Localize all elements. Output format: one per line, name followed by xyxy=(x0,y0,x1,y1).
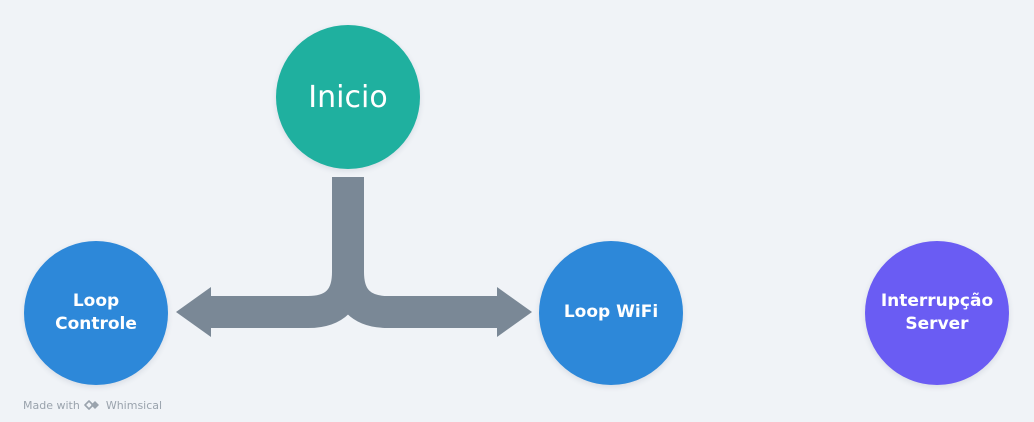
node-interrupcao-server[interactable]: Interrupção Server xyxy=(865,241,1009,385)
arrowhead-to-wifi xyxy=(497,287,532,337)
connector-trunk-to-wifi xyxy=(332,177,500,328)
arrowhead-to-controle xyxy=(176,287,211,337)
node-loop-controle[interactable]: Loop Controle xyxy=(24,241,168,385)
node-label-interrupcao-server: Interrupção Server xyxy=(880,290,994,334)
node-loop-wifi[interactable]: Loop WiFi xyxy=(539,241,683,385)
branch-connector xyxy=(176,177,532,337)
node-label-loop-controle: Loop Controle xyxy=(55,290,137,334)
node-inicio[interactable]: Inicio xyxy=(276,25,420,169)
whimsical-brand-text: Whimsical xyxy=(105,398,163,412)
connector-trunk-to-controle xyxy=(205,177,364,328)
made-with-text: Made with xyxy=(23,398,80,412)
node-label-inicio: Inicio xyxy=(308,79,388,115)
whimsical-logo-icon xyxy=(84,400,99,410)
made-with-whimsical-watermark[interactable]: Made with Whimsical xyxy=(23,397,162,413)
node-label-loop-wifi: Loop WiFi xyxy=(563,302,659,323)
